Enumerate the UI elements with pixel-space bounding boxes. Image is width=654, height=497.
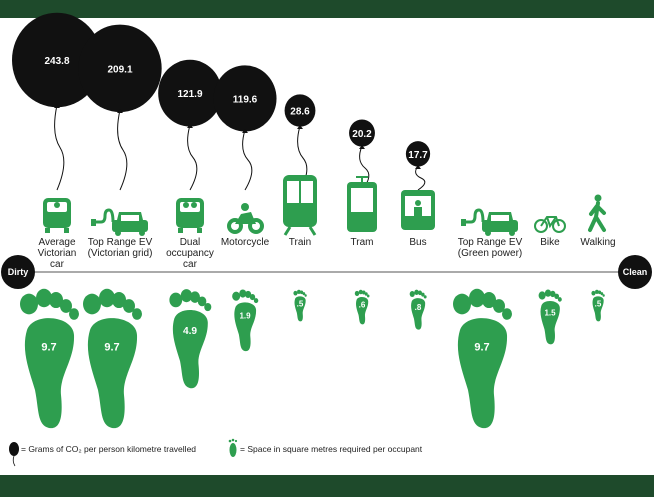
footprint-icon <box>293 289 307 322</box>
co2-value-label: 119.6 <box>233 94 258 105</box>
co2-balloon: 121.9 <box>158 59 222 191</box>
motorcycle-icon <box>227 203 264 234</box>
legend-space-text: = Space in square metres required per oc… <box>240 444 423 454</box>
balloon-icon <box>158 59 222 127</box>
balloon-icon <box>284 94 316 127</box>
bike-icon <box>534 216 566 233</box>
space-value-label: .6 <box>359 301 366 310</box>
mode-label: Dual <box>180 237 201 248</box>
dirty-marker <box>1 255 35 289</box>
mode-label: Bike <box>540 237 560 248</box>
mode-label: Motorcycle <box>221 237 270 248</box>
footprint-icon <box>354 289 370 325</box>
mode-label: Victorian <box>38 248 77 259</box>
mode-label: Top Range EV <box>88 237 153 248</box>
co2-value-label: 17.7 <box>408 150 428 161</box>
top-banner <box>0 0 654 18</box>
balloon-string <box>117 109 128 191</box>
legend-co2-text: = Grams of CO₂ per person kilometre trav… <box>21 444 196 454</box>
footprint-icon <box>169 289 212 389</box>
footprint-icon <box>453 288 512 429</box>
mode-label: Tram <box>351 237 374 248</box>
footprint-icon <box>20 288 79 429</box>
co2-value-label: 209.1 <box>107 64 132 75</box>
space-value-label: .5 <box>297 299 304 308</box>
co2-value-label: 28.6 <box>290 107 310 118</box>
dirty-label: Dirty <box>8 267 29 277</box>
mode-label: Bus <box>409 237 426 248</box>
footprint-icon <box>232 289 259 352</box>
bottom-banner <box>0 475 654 497</box>
co2-balloon: 17.7 <box>405 141 431 191</box>
clean-label: Clean <box>623 267 648 277</box>
space-value-label: .5 <box>595 299 602 308</box>
co2-balloon: 243.8 <box>12 12 102 191</box>
balloon-icon <box>405 141 431 167</box>
co2-value-label: 20.2 <box>352 129 372 140</box>
space-value-label: 9.7 <box>474 342 489 354</box>
legend: = Grams of CO₂ per person kilometre trav… <box>9 438 423 467</box>
space-value-label: 1.9 <box>239 311 251 320</box>
space-value-label: 9.7 <box>104 342 119 354</box>
mode-label: car <box>50 259 65 270</box>
balloon-icon <box>78 24 162 113</box>
balloon-string <box>415 165 426 191</box>
mode-label: occupancy <box>166 248 214 259</box>
clean-marker <box>618 255 652 289</box>
co2-balloon: 119.6 <box>213 65 277 191</box>
walking-icon <box>588 194 606 232</box>
space-value-label: 1.5 <box>544 309 556 318</box>
footprint-icon <box>591 289 605 322</box>
footprint-icon <box>538 289 562 345</box>
mode-label: (Victorian grid) <box>88 248 153 259</box>
co2-value-label: 121.9 <box>177 89 202 100</box>
balloon-string <box>54 104 65 191</box>
footprint-legend-icon <box>228 438 238 457</box>
footprint-icon <box>83 288 142 429</box>
space-value-label: 4.9 <box>183 326 197 337</box>
balloon-legend-icon <box>9 442 19 467</box>
balloon-icon <box>349 119 375 147</box>
balloon-icon <box>12 12 102 108</box>
mode-label: (Green power) <box>458 248 522 259</box>
mode-label: Train <box>289 237 311 248</box>
car-icon <box>43 198 71 233</box>
mode-label: Top Range EV <box>458 237 523 248</box>
tram-icon <box>347 176 377 232</box>
co2-value-label: 243.8 <box>44 56 69 67</box>
bus-icon <box>401 190 435 230</box>
space-value-label: .8 <box>415 303 422 312</box>
car-two-occupants-icon <box>176 198 204 233</box>
electric-car-icon <box>461 208 518 236</box>
mode-label: Walking <box>580 237 615 248</box>
balloon-string <box>187 124 198 191</box>
balloon-string <box>242 129 253 191</box>
electric-car-icon <box>91 208 148 236</box>
footprint-icon <box>409 289 427 330</box>
co2-balloon: 209.1 <box>78 24 162 191</box>
mode-label: car <box>183 259 198 270</box>
space-value-label: 9.7 <box>41 342 56 354</box>
train-icon <box>283 175 317 236</box>
mode-label: Average <box>38 237 76 248</box>
balloon-icon <box>213 65 277 132</box>
